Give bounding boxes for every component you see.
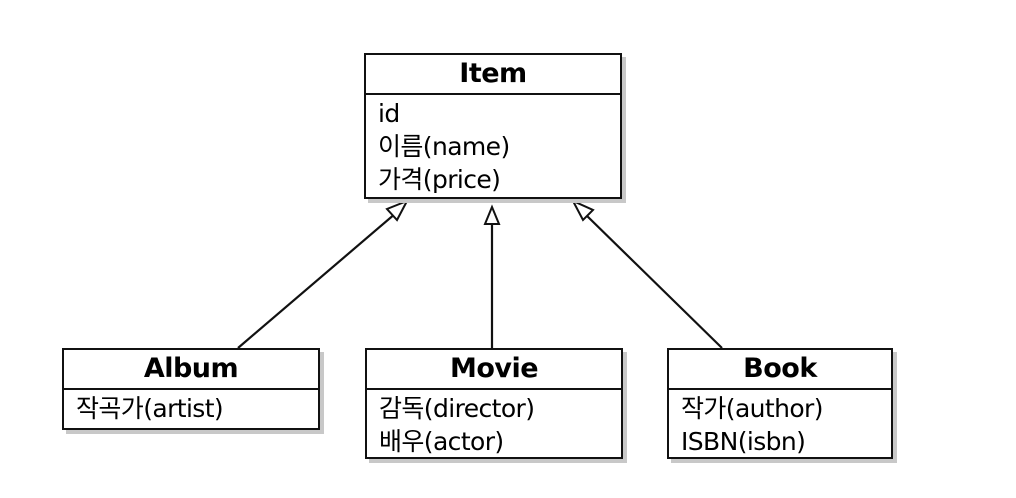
class-movie: Movie 감독(director) 배우(actor) — [365, 348, 623, 459]
class-album-name: Album — [64, 350, 318, 390]
class-item-attribute: id — [378, 99, 400, 128]
class-movie-attributes: 감독(director) 배우(actor) — [367, 390, 621, 458]
class-book-attribute: 작가(author) — [681, 394, 824, 423]
movie-to-item-arrowhead — [483, 204, 501, 225]
class-book: Book 작가(author) ISBN(isbn) — [667, 348, 893, 459]
class-album: Album 작곡가(artist) — [62, 348, 320, 430]
album-to-item-line — [237, 212, 397, 349]
class-item-attributes: id 이름(name) 가격(price) — [366, 95, 620, 196]
book-to-item-arrowhead — [570, 198, 595, 222]
class-book-attribute: ISBN(isbn) — [681, 427, 806, 456]
album-to-item-arrowhead — [385, 199, 410, 222]
class-album-attributes: 작곡가(artist) — [64, 390, 318, 425]
class-movie-attribute: 배우(actor) — [379, 427, 504, 456]
class-item-attribute: 이름(name) — [378, 132, 510, 161]
class-movie-name: Movie — [367, 350, 621, 390]
book-to-item-line — [583, 212, 723, 349]
class-album-attribute: 작곡가(artist) — [76, 394, 224, 423]
class-movie-attribute: 감독(director) — [379, 394, 535, 423]
class-book-attributes: 작가(author) ISBN(isbn) — [669, 390, 891, 458]
class-item-attribute: 가격(price) — [378, 165, 501, 194]
class-item: Item id 이름(name) 가격(price) — [364, 53, 622, 199]
class-item-name: Item — [366, 55, 620, 95]
class-book-name: Book — [669, 350, 891, 390]
